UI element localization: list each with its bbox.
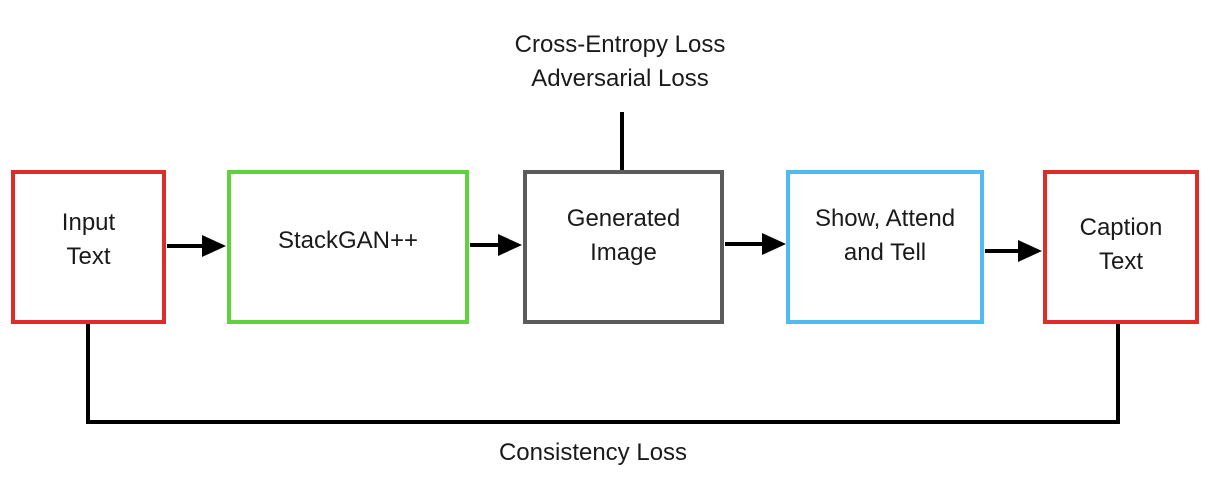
arrow-show-to-caption [985, 240, 1042, 262]
node-stackgan: StackGAN++ [227, 170, 469, 324]
node-input-text-line-1: Input [61, 209, 116, 236]
node-caption-text: Caption Text [1043, 170, 1199, 324]
node-show-attend-tell: Show, Attend and Tell [786, 170, 984, 324]
node-generated-image-line-2: Image [590, 239, 657, 266]
arrow-generated-to-show [725, 233, 786, 255]
node-input-text-line-2: Text [66, 243, 111, 270]
arrow-input-to-stackgan [167, 235, 226, 257]
node-generated-image-line-1: Generated [566, 205, 681, 232]
loss-annotation-top: Cross-Entropy Loss Adversarial Loss [470, 28, 770, 96]
cross-entropy-loss-label: Cross-Entropy Loss [514, 31, 726, 58]
node-generated-image: Generated Image [523, 170, 724, 324]
node-caption-text-line-2: Text [1098, 248, 1143, 275]
node-input-text: Input Text [11, 170, 166, 324]
node-caption-text-line-1: Caption [1079, 214, 1163, 241]
adversarial-loss-label: Adversarial Loss [531, 65, 709, 92]
arrow-stackgan-to-generated [470, 234, 522, 256]
consistency-loss-connector [86, 324, 1120, 424]
node-stackgan-label: StackGAN++ [277, 227, 419, 254]
node-show-attend-tell-line-1: Show, Attend [814, 205, 956, 232]
node-show-attend-tell-line-2: and Tell [843, 239, 927, 266]
consistency-loss-label: Consistency Loss [498, 439, 688, 466]
